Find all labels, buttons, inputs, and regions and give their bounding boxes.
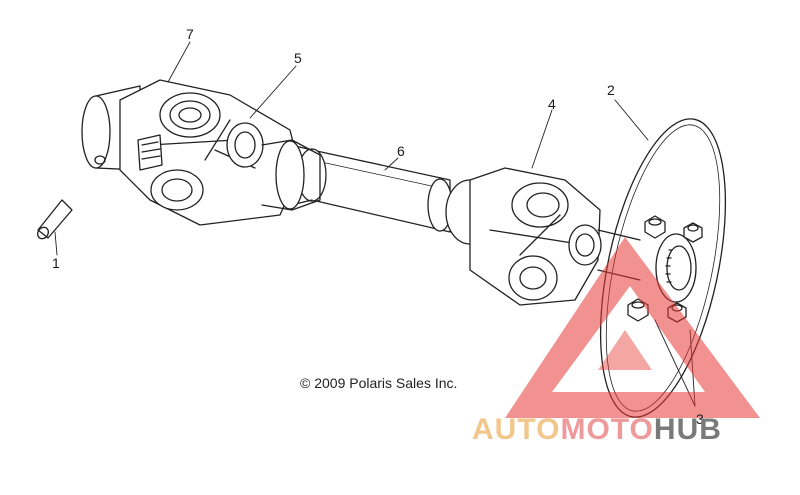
- copyright-notice: © 2009 Polaris Sales Inc.: [300, 375, 458, 391]
- right-universal-joint: [445, 167, 641, 306]
- watermark-text: AUTOMOTOHUB: [472, 413, 722, 447]
- part-1-pin: [37, 199, 73, 240]
- callout-7: 7: [186, 26, 194, 42]
- flange-hub: [655, 233, 697, 303]
- automotohub-triangle-logo: [505, 237, 760, 418]
- callout-3: 3: [696, 411, 704, 427]
- watermark-moto: MOTO: [560, 413, 654, 446]
- callout-5: 5: [294, 50, 302, 66]
- callout-6: 6: [397, 143, 405, 159]
- watermark-hub: HUB: [653, 413, 722, 446]
- callout-4: 4: [548, 96, 556, 112]
- callout-2: 2: [607, 82, 615, 98]
- left-universal-joint: [81, 79, 321, 226]
- callout-1: 1: [52, 255, 60, 271]
- watermark-auto: AUTO: [472, 413, 561, 446]
